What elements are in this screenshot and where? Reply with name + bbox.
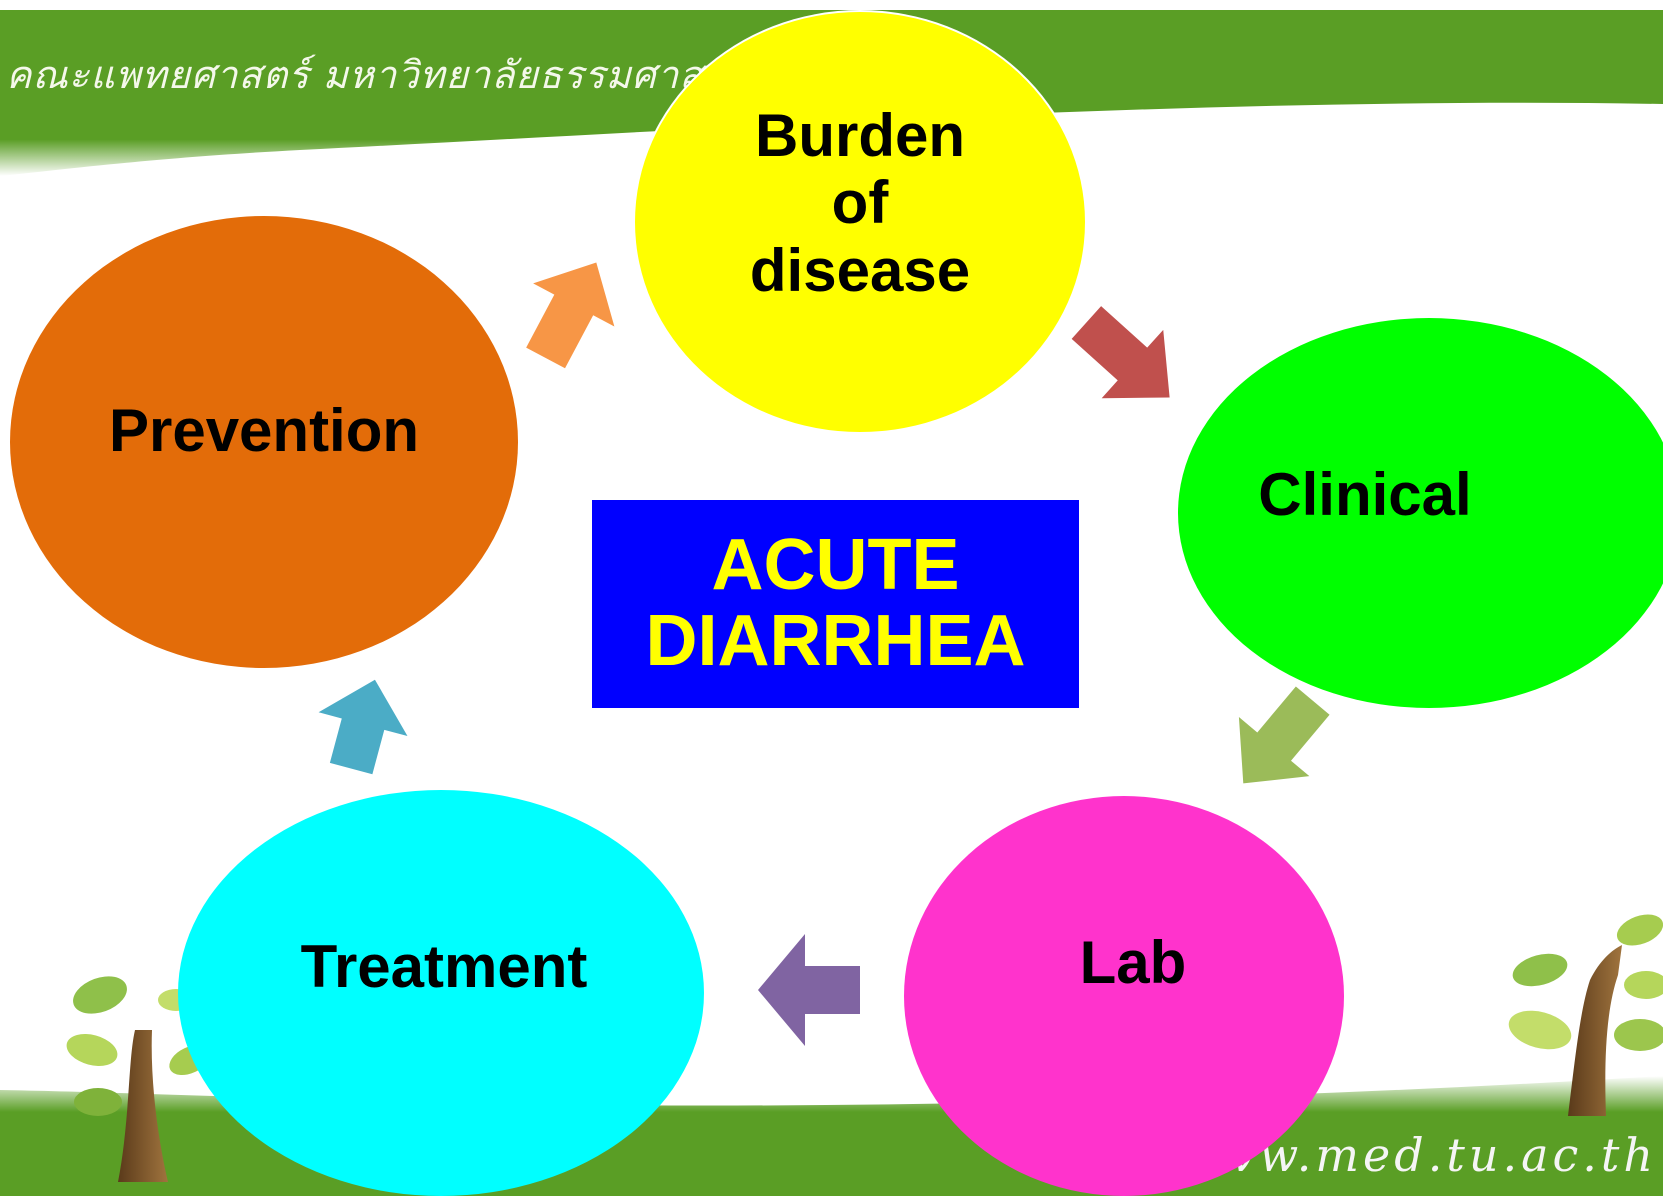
node-burden-line1: Burden <box>750 102 970 169</box>
arrow-prevention-to-burden <box>505 241 637 380</box>
faculty-header-text: คณะแพทยศาสตร์ มหาวิทยาลัยธรรมศาสตร์ <box>6 44 751 105</box>
node-burden-of-disease: Burden of disease <box>635 12 1085 432</box>
node-clinical-label: Clinical <box>1258 461 1471 528</box>
arrow-lab-to-treatment <box>758 934 860 1046</box>
node-lab-label: Lab <box>1080 929 1187 996</box>
node-prevention: Prevention <box>10 216 518 668</box>
node-burden-line3: disease <box>750 237 970 304</box>
center-title-line2: DIARRHEA <box>645 604 1025 680</box>
node-burden-line2: of <box>750 169 970 236</box>
arrow-treatment-to-prevention <box>307 668 420 781</box>
node-prevention-label: Prevention <box>109 397 419 464</box>
node-treatment: Treatment <box>178 790 704 1196</box>
node-clinical: Clinical <box>1178 318 1663 708</box>
node-lab: Lab <box>904 796 1344 1196</box>
arrow-clinical-to-lab <box>1208 671 1348 813</box>
arrow-burden-to-clinical <box>1056 288 1201 431</box>
node-treatment-label: Treatment <box>301 933 588 1000</box>
center-title-line1: ACUTE <box>645 528 1025 604</box>
center-topic-box: ACUTE DIARRHEA <box>592 500 1079 708</box>
